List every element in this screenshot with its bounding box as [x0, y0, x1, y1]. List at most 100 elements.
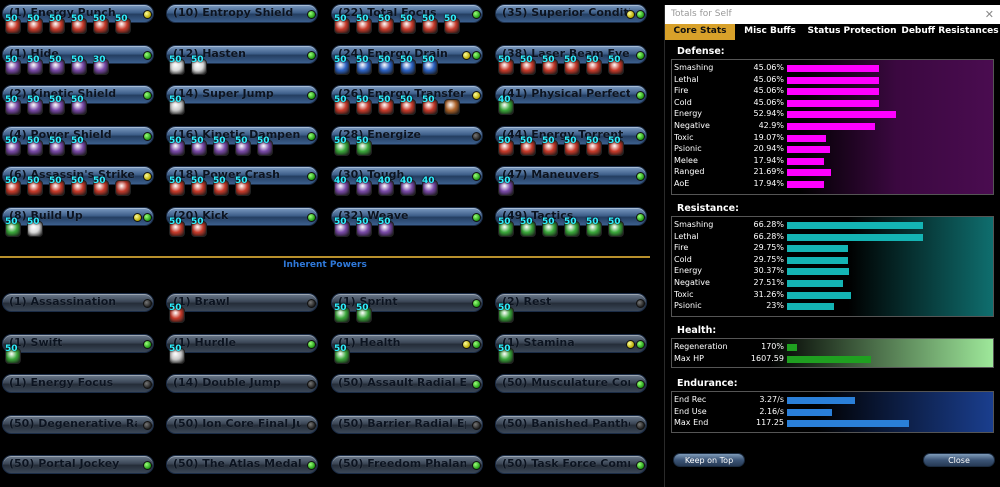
status-light-icon[interactable]: [307, 50, 316, 60]
power-hasten[interactable]: (12) Hasten: [166, 44, 318, 64]
enhancement-slot-icon[interactable]: 40: [334, 176, 350, 197]
enhancement-slot-icon[interactable]: 50: [93, 14, 109, 34]
enhancement-slot-icon[interactable]: 50: [257, 136, 273, 156]
status-light-icon[interactable]: [143, 420, 152, 430]
enhancement-slot-icon[interactable]: 50: [520, 55, 536, 75]
enhancement-slot-icon[interactable]: 50: [400, 95, 416, 116]
status-light-icon[interactable]: [472, 299, 481, 308]
status-light-icon[interactable]: [472, 461, 481, 471]
enhancement-slot-icon[interactable]: 50: [378, 14, 394, 34]
enhancement-slot-icon[interactable]: 40: [378, 176, 394, 197]
power-musculature-core-parago[interactable]: (50) Musculature Core Parago: [495, 374, 647, 394]
enhancement-slot-icon[interactable]: 50: [356, 303, 372, 323]
status-light-icon[interactable]: [143, 91, 152, 101]
status-light-icon[interactable]: [472, 420, 481, 430]
status-light-icon[interactable]: [143, 213, 152, 222]
enhancement-slot-icon[interactable]: 50: [169, 55, 185, 75]
power-degenerative-radial-fla[interactable]: (50) Degenerative Radial Fla: [2, 414, 154, 434]
enhancement-slot-icon[interactable]: 50: [498, 136, 514, 156]
status-light-icon[interactable]: [636, 461, 645, 471]
enhancement-slot-icon[interactable]: 50: [71, 14, 87, 34]
enhancement-slot-icon[interactable]: 50: [213, 176, 229, 197]
enhancement-slot-icon[interactable]: 50: [71, 55, 87, 75]
enhancement-slot-icon[interactable]: 50: [586, 55, 602, 75]
status-light-icon[interactable]: [472, 380, 481, 390]
status-light-icon[interactable]: [307, 380, 316, 390]
power-ion-core-final-judgemen[interactable]: (50) Ion Core Final Judgemen: [166, 414, 318, 434]
enhancement-slot-icon[interactable]: 50: [356, 217, 372, 237]
status-light-icon[interactable]: [626, 339, 635, 349]
status-light-icon[interactable]: [307, 10, 316, 19]
power-assault-radial-embodime[interactable]: (50) Assault Radial Embodime: [331, 374, 483, 394]
enhancement-slot-icon[interactable]: 50: [235, 136, 251, 156]
enhancement-slot-icon[interactable]: 50: [169, 344, 185, 364]
power-energize[interactable]: (28) Energize: [331, 125, 483, 145]
power-superior-conditioning[interactable]: (35) Superior Conditioning: [495, 4, 647, 23]
enhancement-slot-icon[interactable]: 50: [378, 95, 394, 116]
enhancement-slot-icon[interactable]: 40: [422, 176, 438, 197]
enhancement-slot-icon[interactable]: 50: [608, 55, 624, 75]
status-light-icon[interactable]: [143, 10, 152, 19]
enhancement-slot-icon[interactable]: 50: [334, 136, 350, 156]
status-light-icon[interactable]: [626, 10, 635, 19]
status-light-icon[interactable]: [307, 91, 316, 101]
tab-misc-buffs[interactable]: Misc Buffs: [744, 26, 796, 36]
enhancement-slot-icon[interactable]: 50: [542, 55, 558, 75]
power-swift[interactable]: (1) Swift: [2, 333, 154, 353]
enhancement-slot-icon[interactable]: 50: [5, 344, 21, 364]
power-the-atlas-medallion[interactable]: (50) The Atlas Medallion: [166, 455, 318, 475]
status-light-icon[interactable]: [636, 420, 645, 430]
enhancement-slot-icon[interactable]: 50: [191, 55, 207, 75]
power-double-jump[interactable]: (14) Double Jump: [166, 374, 318, 394]
status-light-icon[interactable]: [472, 91, 481, 101]
enhancement-slot-icon[interactable]: 50: [27, 176, 43, 197]
enhancement-slot-icon[interactable]: 50: [334, 344, 350, 364]
enhancement-slot-icon[interactable]: 50: [334, 55, 350, 75]
enhancement-slot-icon[interactable]: 40: [356, 176, 372, 197]
power-rest[interactable]: (2) Rest: [495, 293, 647, 312]
power-maneuvers[interactable]: (47) Maneuvers: [495, 166, 647, 186]
power-assassination[interactable]: (1) Assassination: [2, 293, 154, 312]
enhancement-slot-icon[interactable]: 50: [564, 217, 580, 237]
status-light-icon[interactable]: [143, 380, 152, 390]
close-button[interactable]: Close: [923, 453, 995, 467]
enhancement-slot-icon[interactable]: 50: [49, 176, 65, 197]
enhancement-slot-icon[interactable]: 40: [400, 176, 416, 197]
enhancement-slot-icon[interactable]: 50: [334, 217, 350, 237]
enhancement-slot-icon[interactable]: 50: [498, 176, 514, 197]
power-super-jump[interactable]: (14) Super Jump: [166, 85, 318, 105]
enhancement-slot-icon[interactable]: 50: [422, 14, 438, 34]
power-energy-focus[interactable]: (1) Energy Focus: [2, 374, 154, 394]
enhancement-slot-icon[interactable]: 50: [5, 95, 21, 116]
enhancement-slot-icon[interactable]: 50: [27, 136, 43, 156]
status-light-icon[interactable]: [472, 172, 481, 182]
enhancement-slot-icon[interactable]: 50: [169, 95, 185, 116]
enhancement-slot-icon[interactable]: 50: [169, 136, 185, 156]
enhancement-slot-icon[interactable]: 50: [356, 136, 372, 156]
status-light-icon[interactable]: [636, 213, 645, 222]
tab-debuff-resistances[interactable]: Debuff Resistances: [901, 26, 999, 36]
enhancement-slot-icon[interactable]: 50: [520, 136, 536, 156]
enhancement-slot-icon[interactable]: 50: [498, 55, 514, 75]
enhancement-slot-icon[interactable]: 50: [5, 217, 21, 237]
status-light-icon[interactable]: [462, 50, 471, 60]
enhancement-slot-icon[interactable]: 50: [169, 176, 185, 197]
status-light-icon[interactable]: [143, 339, 152, 349]
enhancement-slot-icon[interactable]: 50: [49, 95, 65, 116]
status-light-icon[interactable]: [143, 299, 152, 308]
enhancement-slot-icon[interactable]: 50: [71, 136, 87, 156]
enhancement-slot-icon[interactable]: 50: [356, 55, 372, 75]
status-light-icon[interactable]: [307, 461, 316, 471]
power-portal-jockey[interactable]: (50) Portal Jockey: [2, 455, 154, 475]
power-freedom-phalanx-reser[interactable]: (50) Freedom Phalanx Reser: [331, 455, 483, 475]
status-light-icon[interactable]: [636, 50, 645, 60]
status-light-icon[interactable]: [307, 420, 316, 430]
power-entropy-shield[interactable]: (10) Entropy Shield: [166, 4, 318, 23]
enhancement-slot-icon[interactable]: 50: [49, 55, 65, 75]
status-light-icon[interactable]: [636, 380, 645, 390]
status-light-icon[interactable]: [143, 131, 152, 141]
enhancement-slot-icon[interactable]: 50: [542, 217, 558, 237]
power-health[interactable]: (1) Health: [331, 333, 483, 353]
enhancement-slot-icon[interactable]: 50: [520, 217, 536, 237]
status-light-icon[interactable]: [636, 131, 645, 141]
